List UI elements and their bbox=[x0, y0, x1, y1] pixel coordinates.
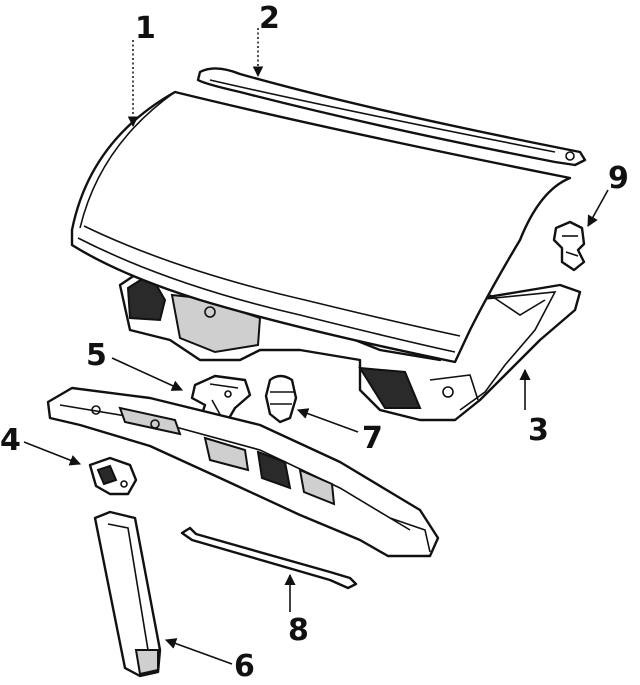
callout-3: 3 bbox=[528, 413, 549, 448]
part-9-bracket bbox=[552, 220, 586, 272]
leader-5 bbox=[111, 357, 184, 391]
part-6-side-brace bbox=[93, 510, 162, 678]
radiator-support-panel bbox=[46, 386, 440, 558]
leader-9 bbox=[587, 189, 609, 227]
callout-6: 6 bbox=[234, 649, 255, 684]
leader-lines bbox=[23, 28, 609, 665]
leader-6 bbox=[164, 638, 233, 665]
part-4-release-clip bbox=[88, 456, 138, 496]
callout-2: 2 bbox=[259, 1, 280, 36]
callout-9: 9 bbox=[608, 161, 629, 196]
callout-5: 5 bbox=[86, 338, 107, 373]
callout-1: 1 bbox=[135, 11, 156, 46]
part-7-bumper bbox=[264, 374, 298, 424]
part-1-hood-panel bbox=[70, 90, 572, 364]
part-2-seal-strip bbox=[196, 67, 587, 167]
leader-4 bbox=[23, 441, 82, 466]
callout-labels: 1 2 3 4 5 6 7 8 9 bbox=[0, 1, 629, 684]
leader-7 bbox=[296, 408, 359, 433]
part-8-prop-rod bbox=[180, 526, 358, 590]
callout-4: 4 bbox=[0, 423, 21, 458]
callout-7: 7 bbox=[362, 421, 383, 456]
callout-8: 8 bbox=[288, 613, 309, 648]
